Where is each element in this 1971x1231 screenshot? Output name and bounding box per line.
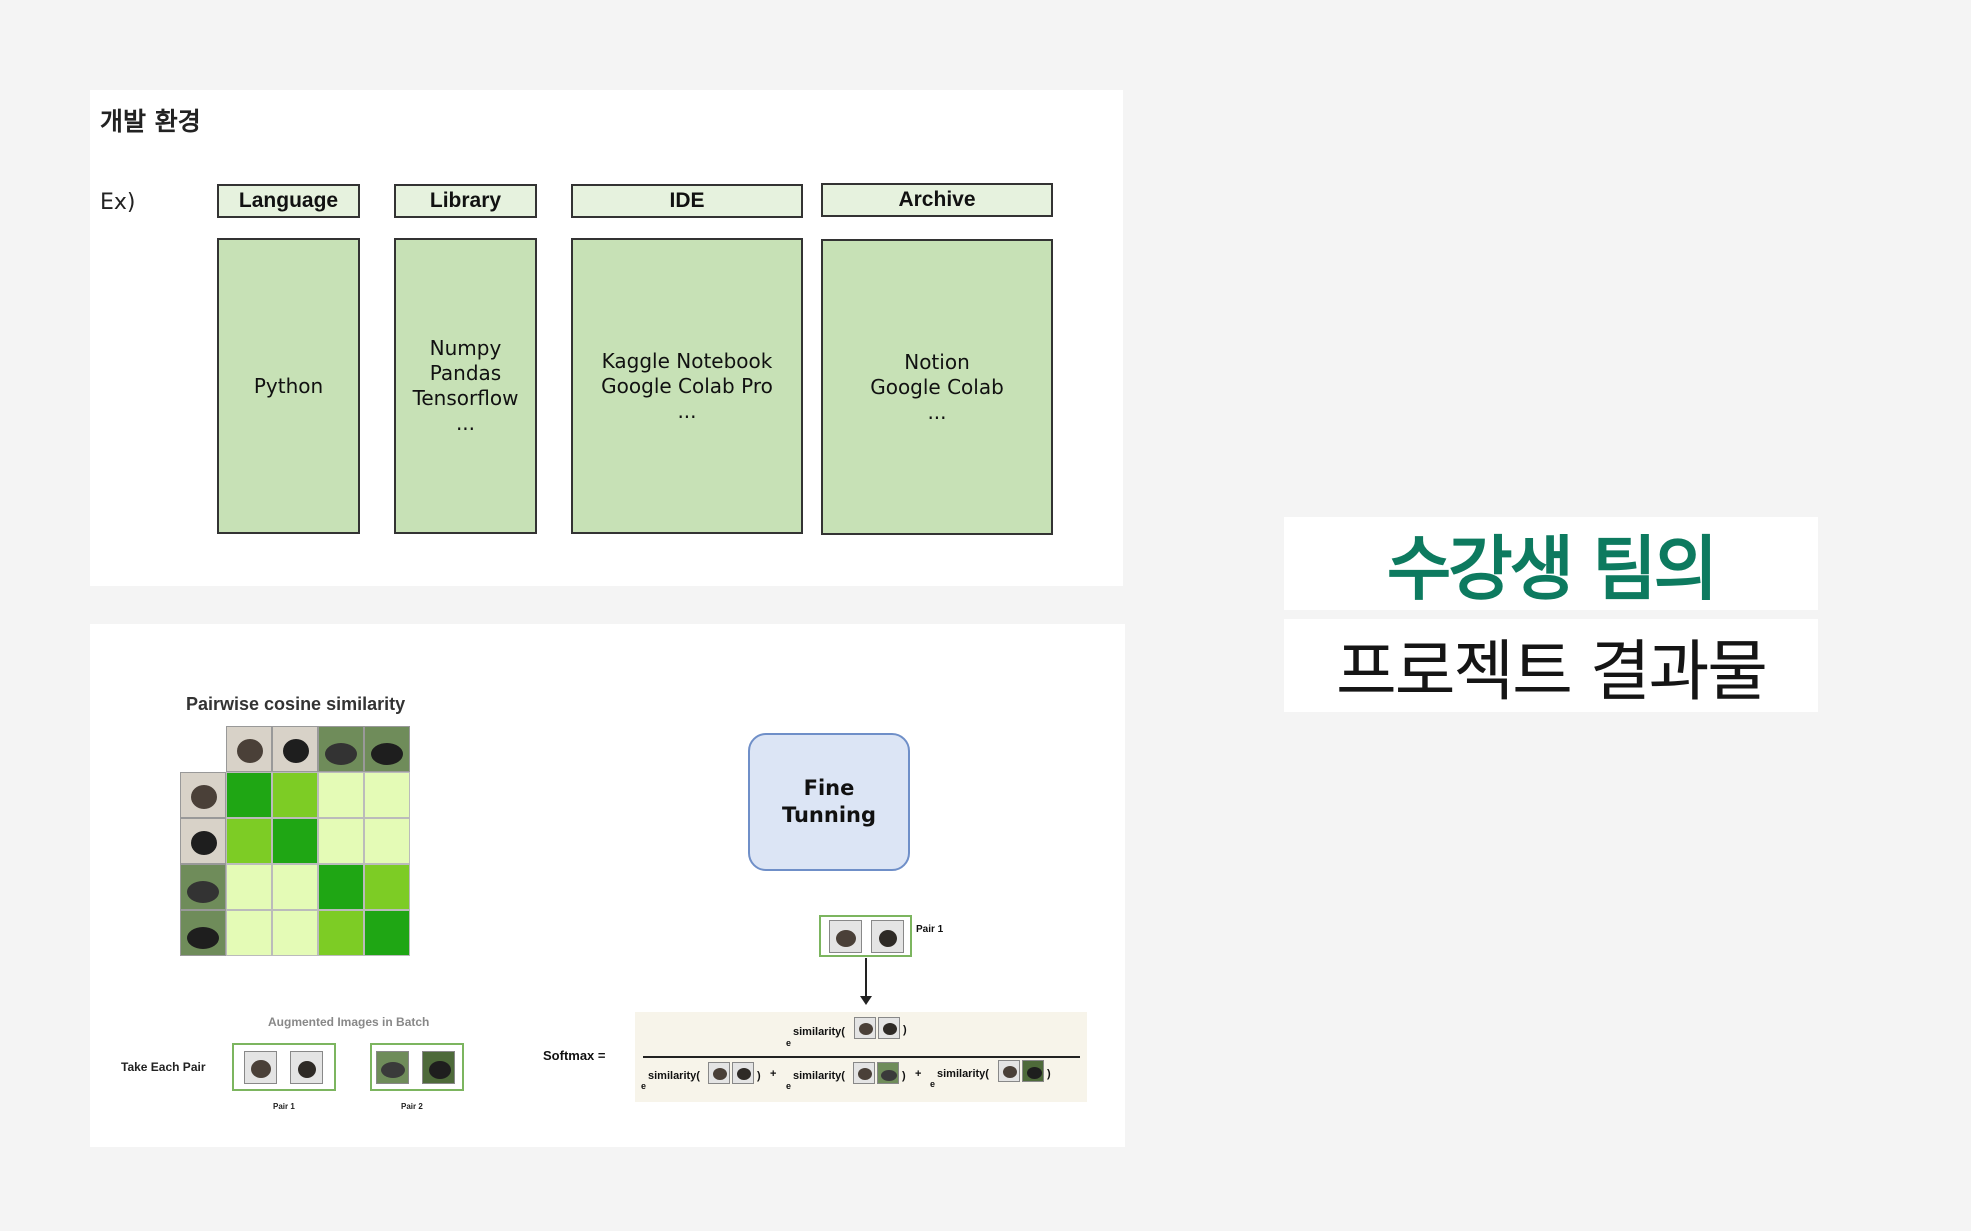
box-library: Numpy Pandas Tensorflow ... — [394, 238, 537, 534]
library-item: Pandas — [429, 361, 502, 385]
fine-tuning-line-1: Fine — [803, 776, 855, 800]
similarity-diagram-panel: Pairwise cosine similarity Augmented Ima… — [90, 624, 1125, 1147]
close-paren: ) — [1047, 1068, 1051, 1080]
elephant-image — [422, 1051, 455, 1084]
similarity-cell — [364, 818, 410, 864]
similarity-cell — [318, 910, 364, 956]
env-title: 개발 환경 — [100, 107, 201, 136]
similarity-cell — [272, 818, 318, 864]
pair-1-caption: Pair 1 — [273, 1102, 295, 1111]
similarity-cell — [226, 910, 272, 956]
pair-1-box — [232, 1043, 336, 1091]
similarity-title: Pairwise cosine similarity — [186, 694, 406, 714]
similarity-cell — [226, 772, 272, 818]
archive-item: ... — [927, 399, 947, 424]
cat-image — [854, 1017, 876, 1039]
elephant-image — [318, 726, 364, 772]
cat-image — [272, 726, 318, 772]
fine-tuning-box: Fine Tunning — [748, 733, 910, 871]
headline-band-2: 프로젝트 결과물 — [1284, 619, 1818, 712]
cat-image — [180, 772, 226, 818]
headline-band-1: 수강생 팀의 — [1284, 517, 1818, 610]
ide-item: Kaggle Notebook — [601, 348, 773, 373]
cat-image — [290, 1051, 323, 1084]
header-language: Language — [217, 184, 360, 218]
softmax-formula: e similarity( ) e similarity( ) + e simi… — [635, 1012, 1087, 1102]
cat-image — [871, 920, 904, 953]
close-paren: ) — [902, 1070, 906, 1082]
box-language: Python — [217, 238, 360, 534]
plus-sign: + — [770, 1068, 777, 1080]
arrow-down-icon — [860, 996, 872, 1005]
similarity-cell — [318, 864, 364, 910]
exp-base: e — [641, 1081, 647, 1091]
close-paren: ) — [757, 1070, 761, 1082]
elephant-image — [1022, 1060, 1044, 1082]
elephant-image — [180, 864, 226, 910]
similarity-cell — [272, 772, 318, 818]
selected-pair-caption: Pair 1 — [916, 924, 944, 935]
archive-item: Notion — [904, 349, 970, 374]
archive-item: Google Colab — [870, 374, 1004, 399]
headline-line-2: 프로젝트 결과물 — [1335, 632, 1768, 710]
ide-item: Google Colab Pro — [601, 373, 773, 398]
library-item: Numpy — [429, 336, 502, 360]
cat-image — [829, 920, 862, 953]
pair-2-caption: Pair 2 — [401, 1102, 423, 1111]
cat-image — [708, 1062, 730, 1084]
similarity-label: similarity( — [937, 1068, 989, 1080]
exp-base: e — [786, 1081, 792, 1091]
elephant-image — [364, 726, 410, 772]
selected-pair-box — [819, 915, 912, 957]
similarity-cell — [226, 864, 272, 910]
cat-image — [244, 1051, 277, 1084]
header-ide: IDE — [571, 184, 803, 218]
library-item: Tensorflow — [412, 386, 519, 410]
batch-title: Augmented Images in Batch — [268, 1015, 430, 1029]
plus-sign: + — [915, 1068, 922, 1080]
fraction-line — [643, 1056, 1080, 1058]
similarity-cell — [272, 864, 318, 910]
headline-line-1: 수강생 팀의 — [1386, 528, 1718, 610]
pair-2-box — [370, 1043, 464, 1091]
arrow-line — [865, 958, 867, 998]
similarity-cell — [364, 910, 410, 956]
close-paren: ) — [903, 1024, 907, 1036]
similarity-cell — [364, 864, 410, 910]
box-archive: Notion Google Colab ... — [821, 239, 1053, 535]
library-item: ... — [455, 411, 476, 435]
dev-environment-panel: 개발 환경 Ex) Language Library IDE Archive P… — [90, 90, 1123, 586]
cat-image — [853, 1062, 875, 1084]
cat-image — [998, 1060, 1020, 1082]
elephant-image — [877, 1062, 899, 1084]
take-each-pair-label: Take Each Pair — [121, 1060, 206, 1074]
softmax-label: Softmax = — [543, 1048, 606, 1063]
cat-image — [732, 1062, 754, 1084]
similarity-cell — [318, 772, 364, 818]
similarity-cell — [226, 818, 272, 864]
elephant-image — [180, 910, 226, 956]
ide-item: ... — [677, 398, 697, 423]
exp-base: e — [930, 1079, 936, 1089]
similarity-cell — [364, 772, 410, 818]
example-label: Ex) — [100, 190, 136, 215]
similarity-cell — [318, 818, 364, 864]
similarity-cell — [272, 910, 318, 956]
similarity-label: similarity( — [793, 1070, 845, 1082]
box-ide: Kaggle Notebook Google Colab Pro ... — [571, 238, 803, 534]
header-archive: Archive — [821, 183, 1053, 217]
similarity-label: similarity( — [648, 1070, 700, 1082]
fine-tuning-line-2: Tunning — [781, 803, 877, 827]
cat-image — [878, 1017, 900, 1039]
header-library: Library — [394, 184, 537, 218]
cat-image — [180, 818, 226, 864]
exp-base: e — [786, 1038, 792, 1048]
elephant-image — [376, 1051, 409, 1084]
cat-image — [226, 726, 272, 772]
language-item: Python — [253, 373, 324, 398]
similarity-label: similarity( — [793, 1026, 845, 1038]
